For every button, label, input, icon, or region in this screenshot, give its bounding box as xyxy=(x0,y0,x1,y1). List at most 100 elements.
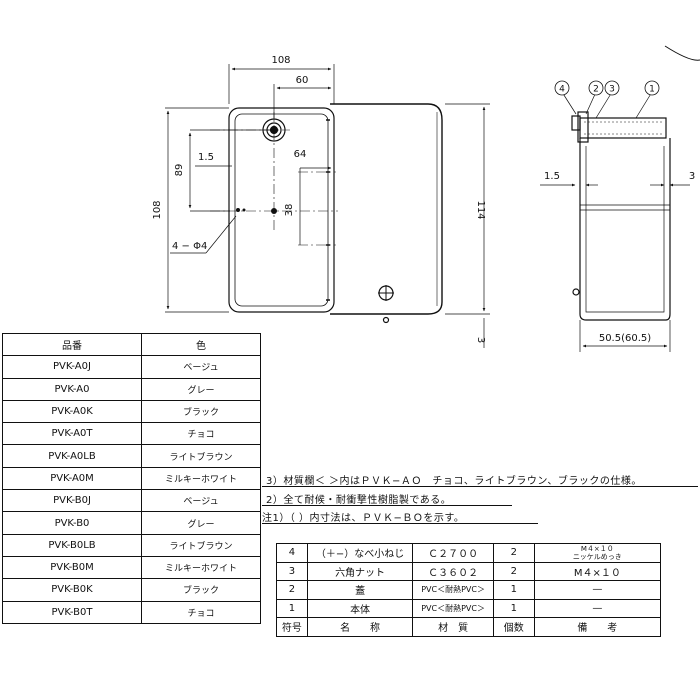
dim-114: 114 xyxy=(475,200,486,219)
part-code: PVK-B0T xyxy=(2,600,142,624)
part-code: PVK-A0 xyxy=(2,377,142,401)
header-material: 材 質 xyxy=(412,617,494,637)
part-code: PVK-A0LB xyxy=(2,444,142,468)
part-name: 蓋 xyxy=(306,580,414,600)
part-code: PVK-A0J xyxy=(2,355,142,379)
part-code: PVK-A0T xyxy=(2,422,142,446)
part-remark: M４×１０ ニッケルめっき xyxy=(533,543,662,563)
part-code: PVK-A0M xyxy=(2,466,142,491)
parts-table-header: 符号 名 称 材 質 個数 備 考 xyxy=(276,617,662,637)
part-material: PVC＜耐熱PVC＞ xyxy=(412,580,494,600)
note-2-underline xyxy=(262,505,512,506)
part-name: （＋−）なべ小ねじ xyxy=(306,543,414,563)
dim-3-side: 3 xyxy=(689,171,695,182)
note-2: 2）全て耐候・耐衝撃性樹脂製である。 xyxy=(266,495,452,506)
dim-60: 60 xyxy=(296,75,309,86)
note-1: 注1）（ ）内寸法は、ＰＶＫ−ＢＯを示す。 xyxy=(262,513,465,524)
side-view xyxy=(571,111,671,321)
part-material: PVC＜耐熱PVC＞ xyxy=(412,598,494,618)
part-qty: 1 xyxy=(492,580,535,600)
part-name: 本体 xyxy=(306,598,414,618)
part-number: 3 xyxy=(276,561,308,581)
part-code: PVK-B0LB xyxy=(2,533,142,557)
balloon-4: 4 xyxy=(559,85,565,95)
part-code: PVK-B0K xyxy=(2,578,142,602)
table-row: 1 本体 PVC＜耐熱PVC＞ 1 — xyxy=(276,598,662,618)
header-name: 名 称 xyxy=(306,617,414,637)
dim-108-left: 108 xyxy=(152,200,163,219)
part-code: PVK-B0J xyxy=(2,489,142,513)
table-row: 2 蓋 PVC＜耐熱PVC＞ 1 — xyxy=(276,580,662,600)
part-remark: M４×１０ xyxy=(533,561,662,581)
part-code: PVK-B0M xyxy=(2,555,142,580)
part-remark: — xyxy=(533,598,662,618)
part-color: ベージュ xyxy=(141,489,261,513)
balloon-3: 3 xyxy=(609,85,615,95)
part-qty: 2 xyxy=(492,561,535,581)
part-color: ミルキーホワイト xyxy=(141,466,261,491)
color-table-header: 品番 色 xyxy=(2,332,261,357)
parts-table: 4 （＋−）なべ小ねじ Ｃ２７００ 2 M４×１０ ニッケルめっき 3 六角ナッ… xyxy=(276,543,662,637)
dim-3-bottom: 3 xyxy=(475,337,486,343)
table-row: 3 六角ナット Ｃ３６０２ 2 M４×１０ xyxy=(276,561,662,581)
dim-50-5: 50.5(60.5) xyxy=(599,333,651,344)
part-color: グレー xyxy=(141,511,261,535)
part-color: チョコ xyxy=(141,600,261,624)
part-material: Ｃ２７００ xyxy=(412,543,494,563)
part-color: ブラック xyxy=(141,399,261,424)
front-view xyxy=(228,103,443,324)
part-color: ミルキーホワイト xyxy=(141,555,261,580)
part-code: PVK-A0K xyxy=(2,399,142,424)
note-1-underline xyxy=(262,523,538,524)
dim-64: 64 xyxy=(294,149,307,160)
table-row: 4 （＋−）なべ小ねじ Ｃ２７００ 2 M４×１０ ニッケルめっき xyxy=(276,543,662,563)
part-material: Ｃ３６０２ xyxy=(412,561,494,581)
dim-1-5-left: 1.5 xyxy=(198,152,214,163)
balloons xyxy=(554,80,660,96)
dim-holes: 4 − Φ4 xyxy=(172,241,207,252)
header-qty: 個数 xyxy=(492,617,535,637)
box-body-outline xyxy=(228,107,335,313)
part-qty: 1 xyxy=(492,598,535,618)
part-color: ライトブラウン xyxy=(141,533,261,557)
part-color: ブラック xyxy=(141,578,261,602)
box-body-inner xyxy=(234,113,329,307)
part-color: グレー xyxy=(141,377,261,401)
part-color: チョコ xyxy=(141,422,261,446)
dim-89: 89 xyxy=(174,164,185,177)
dim-1-5-side: 1.5 xyxy=(544,171,560,182)
part-qty: 2 xyxy=(492,543,535,563)
header-color: 色 xyxy=(141,332,261,357)
lid-outline xyxy=(330,103,443,315)
remark-finish: ニッケルめっき xyxy=(572,552,622,561)
part-number: 2 xyxy=(276,580,308,600)
header-remark: 備 考 xyxy=(533,617,662,637)
remark-size: M４×１０ xyxy=(580,544,614,553)
part-number: 1 xyxy=(276,598,308,618)
dim-38: 38 xyxy=(284,204,295,217)
part-name: 六角ナット xyxy=(306,561,414,581)
dim-108-top: 108 xyxy=(271,55,290,66)
part-color: ベージュ xyxy=(141,355,261,379)
note-3-underline xyxy=(262,486,698,487)
part-remark: — xyxy=(533,580,662,600)
note-3: 3）材質欄＜ ＞内はＰＶＫ−ＡＯ チョコ、ライトブラウン、ブラックの仕様。 xyxy=(266,476,642,487)
header-part-no: 品番 xyxy=(2,332,142,357)
balloon-2: 2 xyxy=(593,85,599,95)
header-symbol: 符号 xyxy=(276,617,308,637)
part-code: PVK-B0 xyxy=(2,511,142,535)
